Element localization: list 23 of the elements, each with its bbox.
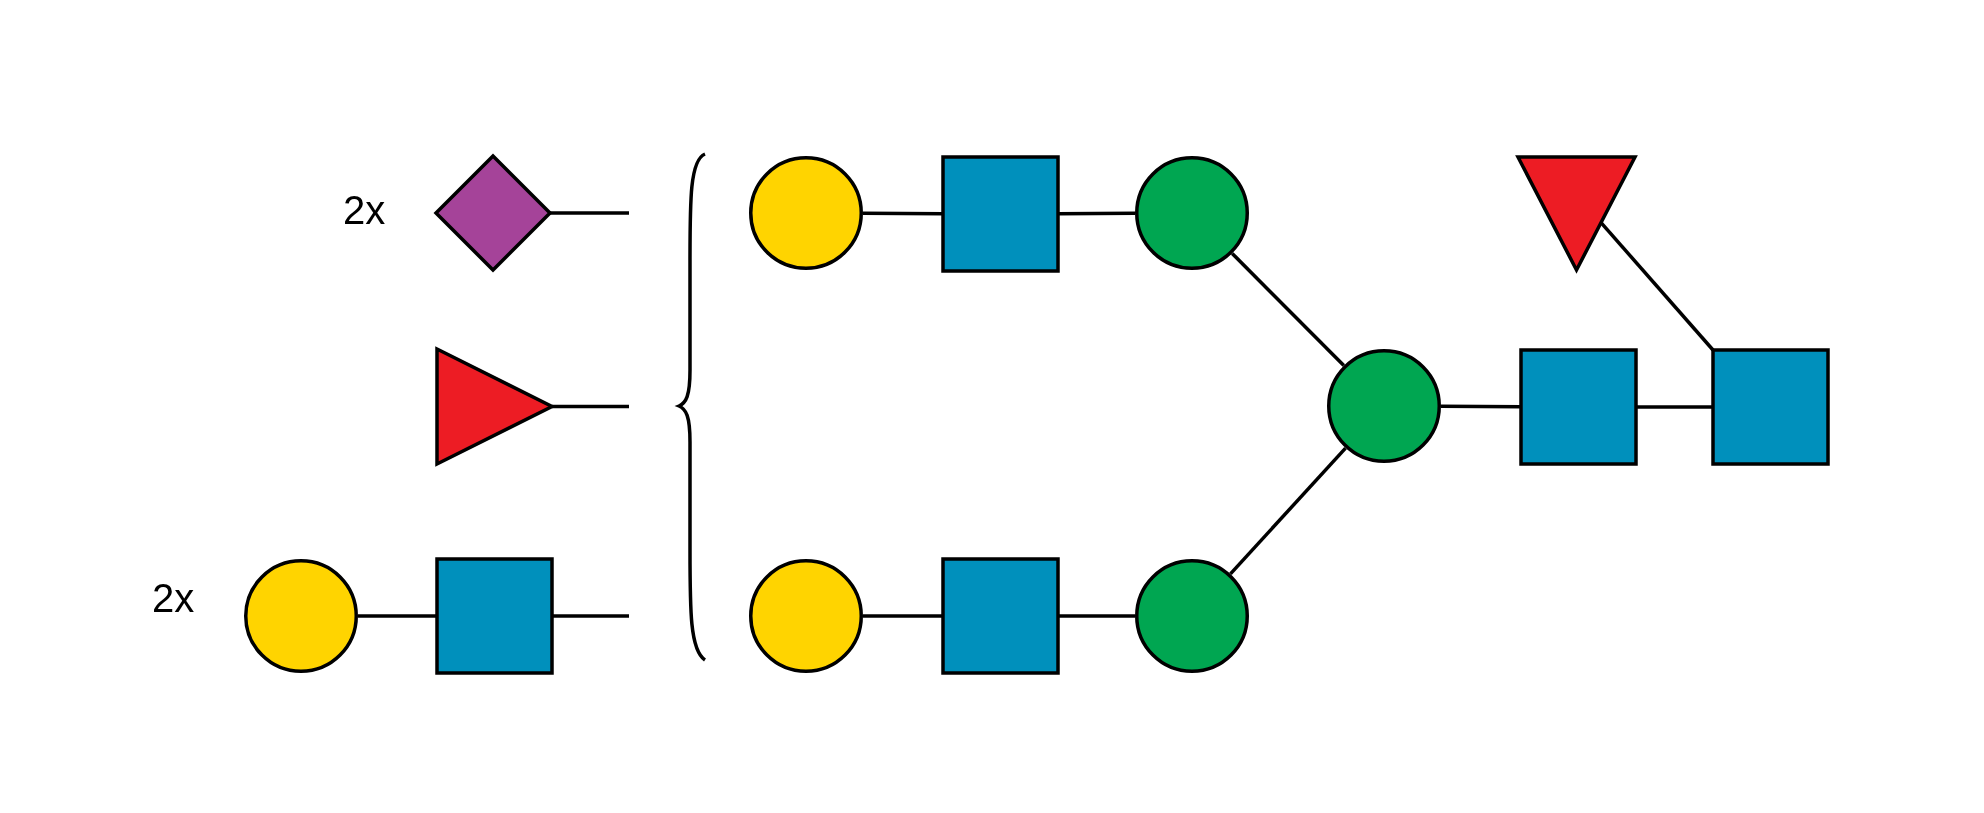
circle-symbol (1327, 349, 1441, 463)
linkage-line (1599, 221, 1715, 352)
linkage-line (550, 211, 629, 215)
multiplier-label: 2x (152, 578, 195, 618)
circle-symbol (749, 156, 863, 270)
linkage-line (552, 404, 629, 409)
linkage-line (358, 614, 437, 618)
square-symbol (943, 559, 1058, 673)
linkage-line (1230, 252, 1346, 367)
square-symbol (943, 157, 1058, 271)
linkage-line (1441, 404, 1521, 409)
square-symbol (437, 559, 552, 673)
linkage-line (1229, 446, 1347, 576)
circle-symbol (1135, 156, 1249, 270)
circle-symbol (1135, 559, 1249, 673)
multiplier-label: 2x (343, 190, 386, 230)
linkage-line (863, 211, 943, 216)
circle-symbol (244, 559, 358, 673)
square-symbol (1713, 350, 1828, 464)
diamond-symbol (436, 156, 550, 270)
linkage-line (863, 614, 943, 618)
circle-symbol (749, 559, 863, 673)
square-symbol (1521, 350, 1636, 464)
